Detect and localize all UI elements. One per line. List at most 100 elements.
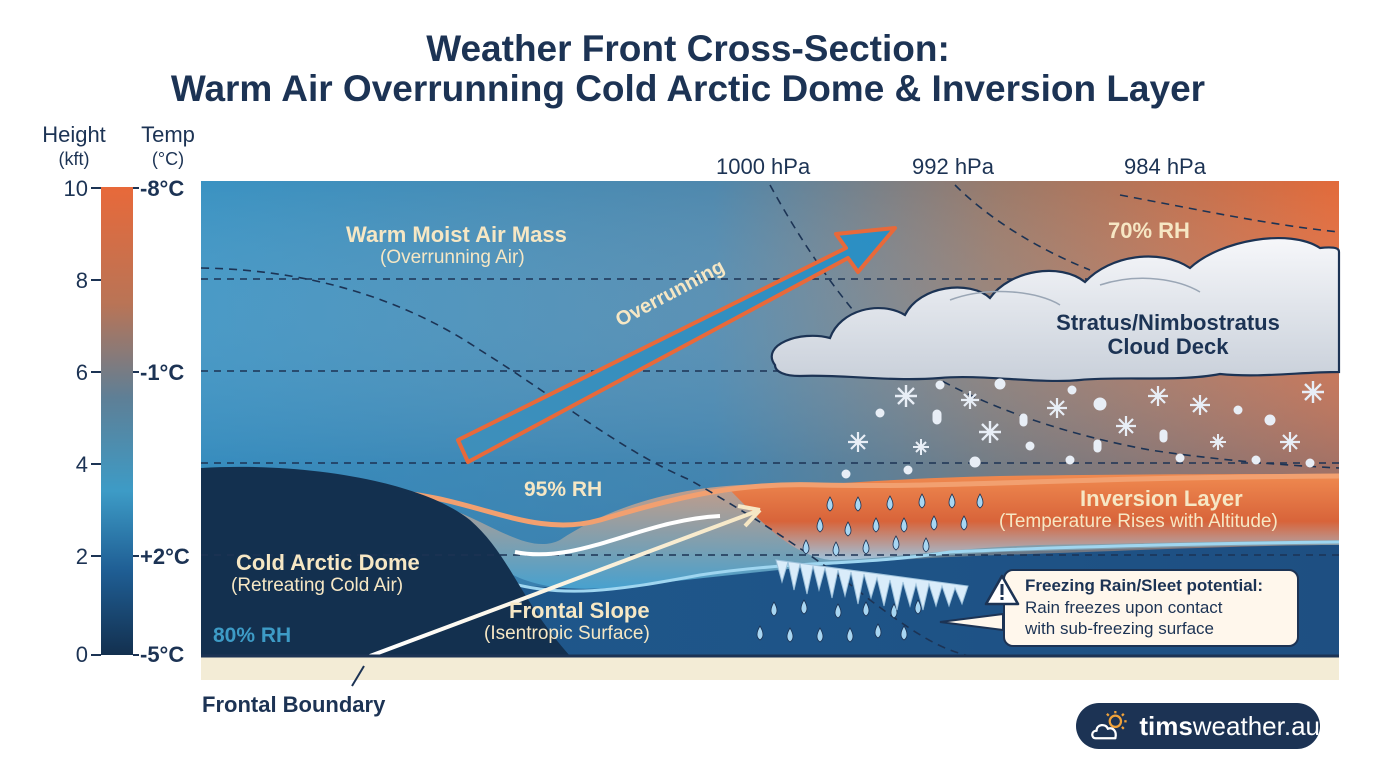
brand-badge[interactable]: timsweather.au: [1076, 703, 1320, 749]
raindrop-icon: [834, 603, 842, 619]
temp-axis-unit: (°C): [151, 149, 185, 169]
raindrop-icon: [930, 515, 938, 531]
raindrop-icon: [802, 539, 810, 555]
raindrop-icon: [872, 517, 880, 533]
raindrop-icon: [960, 515, 968, 531]
height-tick-label: 0: [75, 642, 88, 667]
temp-tick-label: -5°C: [140, 642, 185, 667]
inversion-top-boundary: [384, 473, 1340, 528]
brand-name: timsweather.au: [1139, 711, 1320, 742]
temp-axis-label: Temp: [141, 122, 195, 147]
precipitation-rain: [756, 493, 984, 643]
height-axis-unit: (kft): [58, 149, 90, 169]
snowflake-icon: [895, 385, 917, 407]
inversion-title: Inversion Layer: [1080, 486, 1243, 511]
snowflake-icon: [848, 432, 868, 452]
cold-dome-subtitle: (Retreating Cold Air): [231, 575, 404, 596]
raindrop-icon: [816, 517, 824, 533]
height-tick-label: 4: [75, 452, 88, 477]
tick-mark: [91, 654, 101, 656]
snowflake-icon: [1116, 416, 1136, 436]
overrunning-arrow: [456, 226, 897, 464]
temperature-gradient-bar: [101, 187, 133, 655]
height-axis-label: Height: [42, 122, 106, 147]
raindrop-icon: [892, 535, 900, 551]
raindrop-icon: [844, 521, 852, 537]
tick-mark: [91, 555, 101, 557]
raindrop-icon: [886, 495, 894, 511]
warning-line1: Rain freezes upon contact: [1025, 598, 1223, 617]
warning-title: Freezing Rain/Sleet potential:: [1025, 576, 1264, 595]
tick-mark: [133, 371, 139, 373]
tick-mark: [133, 187, 139, 189]
height-tick-label: 6: [75, 360, 88, 385]
raindrop-icon: [854, 496, 862, 512]
raindrop-icon: [862, 601, 870, 617]
raindrop-icon: [900, 517, 908, 533]
frontal-slope-subtitle: (Isentropic Surface): [484, 623, 650, 644]
warm-air-title: Warm Moist Air Mass: [346, 222, 567, 247]
raindrop-icon: [816, 627, 824, 643]
frontal-slope-line: [369, 508, 761, 658]
precipitation-snow: [841, 378, 1324, 479]
cold-dome-title: Cold Arctic Dome: [236, 550, 420, 575]
snowflake-icon: [1190, 395, 1210, 415]
height-tick-label: 2: [75, 544, 88, 569]
tick-mark: [91, 187, 101, 189]
height-axis-heading: Height (kft): [30, 123, 118, 171]
raindrop-icon: [900, 625, 908, 641]
page-title-line1: Weather Front Cross-Section:: [426, 28, 950, 69]
cloud-deck-title-2: Cloud Deck: [1107, 334, 1229, 359]
snowflake-icon: [1210, 434, 1226, 450]
warm-air-subtitle: (Overrunning Air): [380, 247, 525, 268]
inversion-layer: [730, 474, 1339, 560]
ground-surface: [201, 656, 1339, 680]
pressure-isobars: [200, 184, 1340, 657]
inversion-bottom-boundary: [499, 540, 1340, 593]
snowflake-icon: [1047, 398, 1067, 418]
raindrop-icon: [922, 537, 930, 553]
temp-tick-label: -1°C: [140, 360, 185, 385]
tick-mark: [91, 279, 101, 281]
raindrop-icon: [976, 493, 984, 509]
rh-80-label: 80% RH: [213, 624, 292, 647]
icicles: [775, 559, 969, 611]
pressure-label-1000: 1000 hPa: [716, 154, 811, 179]
tick-mark: [133, 555, 139, 557]
raindrop-icon: [832, 541, 840, 557]
frontal-boundary-label: Frontal Boundary: [202, 692, 386, 717]
tick-mark: [91, 463, 101, 465]
raindrop-icon: [826, 496, 834, 512]
warm-air-flow-line: [514, 514, 721, 557]
cloud-deck-title-1: Stratus/Nimbostratus: [1056, 310, 1280, 335]
rh-70-label: 70% RH: [1108, 218, 1190, 243]
pressure-label-992: 992 hPa: [912, 154, 994, 179]
warning-line2: with sub-freezing surface: [1025, 619, 1214, 638]
snowflake-icon: [913, 439, 929, 455]
frontal-boundary-leader: [351, 665, 365, 687]
raindrop-icon: [800, 599, 808, 615]
raindrop-icon: [874, 623, 882, 639]
brand-name-rest: weather.au: [1192, 710, 1320, 741]
rh-95-label: 95% RH: [524, 478, 603, 501]
raindrop-icon: [786, 627, 794, 643]
raindrop-icon: [756, 625, 764, 641]
cloud-shape: [770, 237, 1341, 383]
raindrop-icon: [862, 539, 870, 555]
temp-tick-label: +2°C: [140, 544, 190, 569]
temp-axis-heading: Temp (°C): [126, 123, 210, 171]
warning-icon: [984, 574, 1020, 606]
height-tick-label: 8: [75, 268, 88, 293]
snowflake-icon: [1148, 386, 1168, 406]
snowflake-icon: [1302, 381, 1324, 403]
height-tick-label: 10: [63, 176, 88, 201]
page-title-line2: Warm Air Overrunning Cold Arctic Dome & …: [170, 68, 1206, 109]
freezing-rain-warning-box: [1003, 569, 1299, 647]
tick-mark: [91, 371, 101, 373]
raindrop-icon: [770, 601, 778, 617]
snowflake-icon: [979, 421, 1001, 443]
raindrop-icon: [846, 627, 854, 643]
cloud-deck: [770, 237, 1341, 383]
pressure-label-984: 984 hPa: [1124, 154, 1206, 179]
snowflake-icon: [961, 391, 979, 409]
